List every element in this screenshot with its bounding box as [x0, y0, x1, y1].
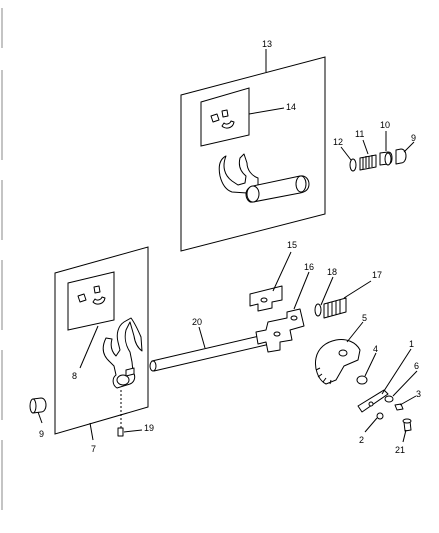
callout-11: 11 [355, 129, 364, 139]
callout-6: 6 [414, 361, 419, 371]
roll-pin [117, 427, 124, 437]
upper-detail-inset [200, 87, 250, 147]
callout-18: 18 [327, 267, 337, 277]
lower-assembly-panel [54, 246, 149, 435]
callout-17: 17 [372, 270, 382, 280]
callout-4: 4 [373, 344, 378, 354]
upper-detent-parts [349, 148, 407, 172]
lever-and-fasteners [357, 389, 412, 432]
callout-19: 19 [144, 423, 154, 433]
bracket [249, 285, 283, 312]
lower-detail-inset [67, 271, 115, 331]
callout-10: 10 [380, 120, 390, 130]
callout-labels: 13 14 9 12 11 10 15 16 18 17 20 5 4 1 6 … [39, 39, 421, 455]
callout-12: 12 [333, 137, 343, 147]
callout-3: 3 [416, 389, 421, 399]
upper-assembly-panel [180, 56, 326, 252]
callout-14: 14 [286, 102, 296, 112]
callout-5: 5 [362, 313, 367, 323]
callout-1: 1 [409, 339, 414, 349]
lower-detail-pads [77, 285, 106, 305]
lower-shift-fork [102, 317, 143, 389]
upper-detail-pads [210, 109, 235, 129]
callout-2: 2 [359, 435, 364, 445]
callout-21: 21 [395, 445, 405, 455]
quadrant-plate [315, 339, 361, 385]
upper-shift-fork [218, 153, 310, 203]
callout-9-lower: 9 [39, 429, 44, 439]
o-ring [356, 375, 368, 385]
shift-rail [149, 333, 271, 372]
bushing-lower [29, 397, 47, 414]
leader-lines [37, 49, 418, 443]
callout-15: 15 [287, 240, 297, 250]
callout-13: 13 [262, 39, 272, 49]
callout-7: 7 [91, 444, 96, 454]
shift-lug [255, 308, 305, 353]
callout-8: 8 [72, 371, 77, 381]
spring-and-washer [314, 297, 347, 319]
callout-9-upper: 9 [411, 133, 416, 143]
callout-16: 16 [304, 262, 314, 272]
callout-20: 20 [192, 317, 202, 327]
